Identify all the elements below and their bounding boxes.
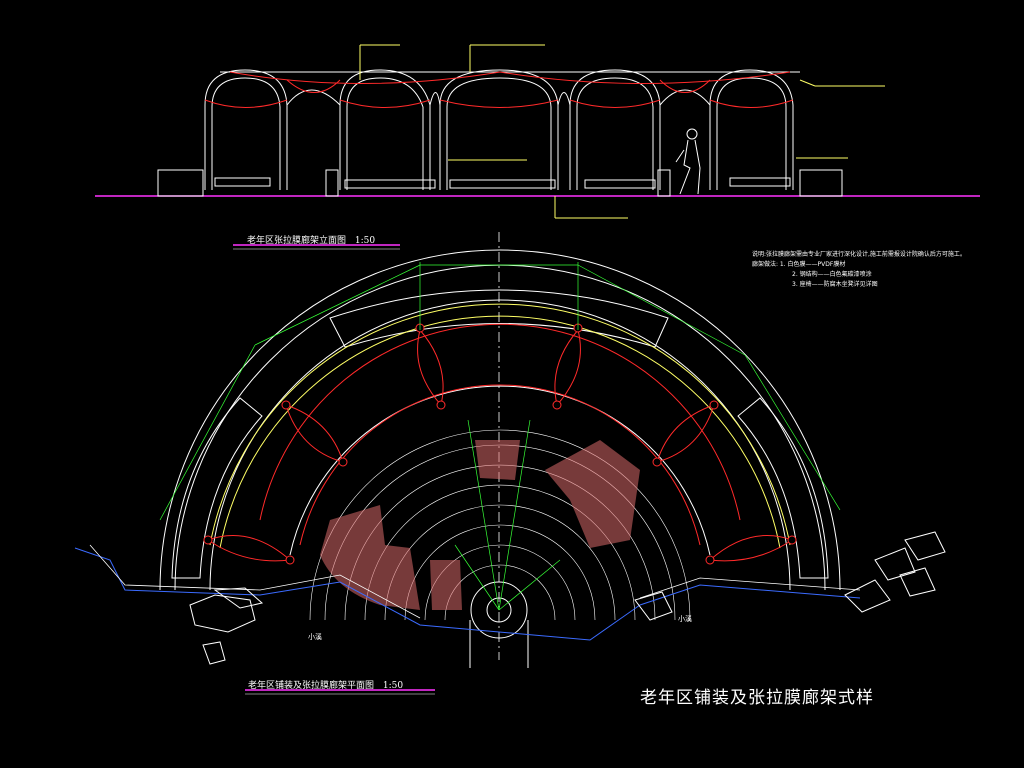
notes-line-4: 3. 座椅——防腐木坐凳详见详图 [792, 281, 878, 288]
plan-title-text: 老年区铺装及张拉膜廊架平面图 [248, 681, 375, 691]
plan-outer-arcs [159, 249, 841, 591]
plan-scale: 1:50 [382, 681, 404, 691]
dimension-rays [159, 262, 841, 611]
membrane-curves [204, 71, 794, 108]
elevation-arches [204, 69, 794, 190]
notes-line-2: 廊架做法: 1. 白色膜——PVDF膜材 [752, 261, 846, 268]
plan-columns [203, 323, 797, 565]
rocks [189, 531, 946, 665]
plan-frame-arcs [209, 303, 791, 556]
paving-patches [320, 440, 640, 610]
drawing-title: 老年区铺装及张拉膜廊架式样 [640, 688, 874, 708]
notes-line-3: 2. 钢结构——白色氟碳漆喷涂 [792, 271, 872, 278]
elevation-scale: 1:50 [354, 236, 376, 246]
plan-planters [171, 289, 829, 579]
design-notes: 说明:张拉膜廊架需由专业厂家进行深化设计,施工前需报设计院确认后方可施工。 廊架… [752, 250, 966, 290]
person-figure [675, 128, 701, 195]
water-edge [74, 544, 861, 641]
elevation-leaders [359, 44, 885, 219]
pool-label-left: 小溪 [308, 633, 322, 641]
pool-label-right: 小溪 [678, 615, 692, 623]
elevation-title-text: 老年区张拉膜廊架立面图 [247, 236, 347, 246]
plan-title: 老年区铺装及张拉膜廊架平面图 1:50 [248, 678, 403, 691]
benches [157, 169, 843, 197]
elevation-title: 老年区张拉膜廊架立面图 1:50 [247, 233, 375, 246]
center-circle [469, 581, 529, 668]
notes-line-1: 说明:张拉膜廊架需由专业厂家进行深化设计,施工前需报设计院确认后方可施工。 [752, 251, 966, 258]
plan-view [74, 232, 946, 695]
elevation-view [95, 44, 980, 219]
